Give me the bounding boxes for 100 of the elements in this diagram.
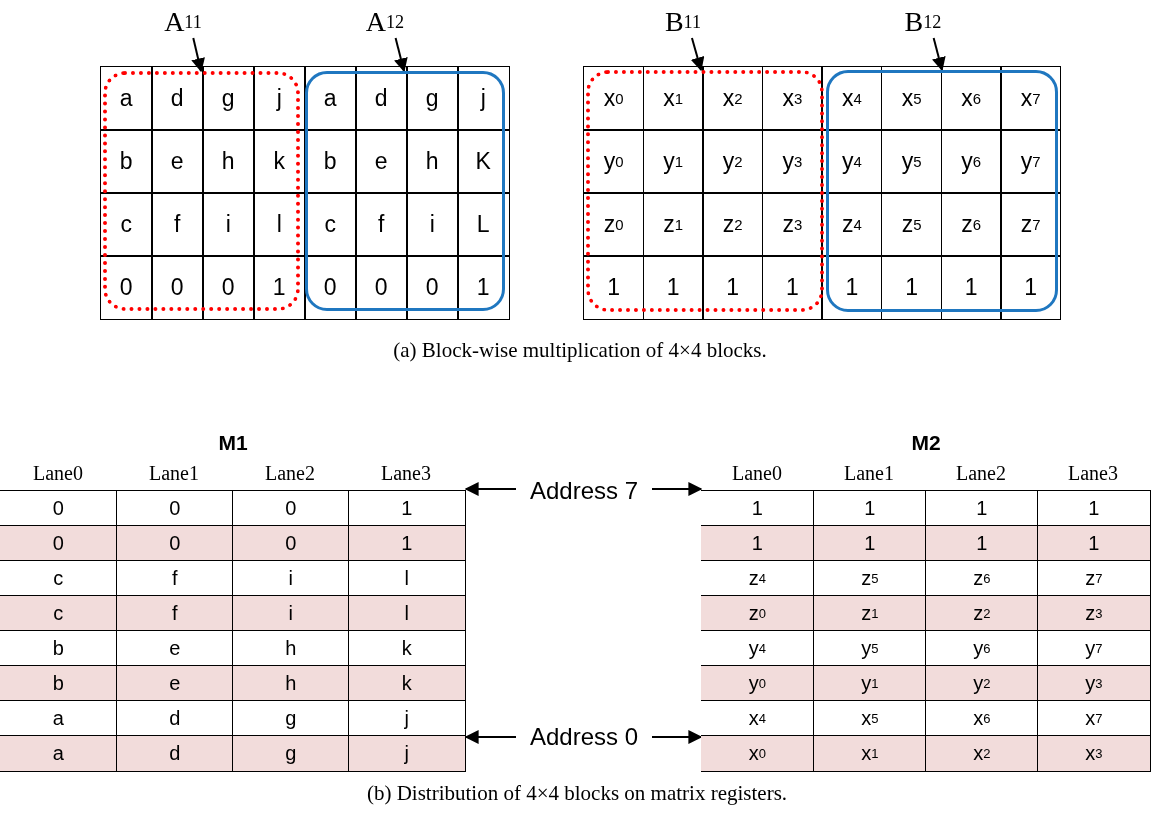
arrow — [464, 730, 517, 744]
table-cell: 0 — [116, 490, 234, 527]
column-header: Lane0 — [731, 460, 783, 486]
matrix-cell: e — [151, 129, 204, 194]
column-header: Lane1 — [843, 460, 895, 486]
table-cell: l — [348, 595, 466, 632]
arrow — [690, 37, 705, 72]
table-cell: 1 — [1037, 525, 1151, 562]
figure-caption: (b) Distribution of 4×4 blocks on matrix registers. — [365, 779, 789, 807]
matrix-cell: 1 — [583, 255, 645, 320]
column-header: Lane2 — [955, 460, 1007, 486]
table-cell: 1 — [701, 525, 815, 562]
table-cell: g — [232, 700, 350, 737]
matrix-cell: 0 — [406, 255, 459, 320]
table-cell: 0 — [0, 525, 118, 562]
arrow — [464, 482, 517, 496]
matrix-cell: 1 — [1000, 255, 1062, 320]
table-cell: e — [116, 665, 234, 702]
rounded-outline — [305, 71, 505, 311]
column-header: Lane2 — [264, 460, 316, 486]
table-cell: d — [116, 735, 234, 772]
table-cell: 1 — [1037, 490, 1151, 527]
table-title: M2 — [910, 430, 942, 456]
matrix-cell: h — [202, 129, 255, 194]
address-label: Address 0 — [516, 722, 652, 752]
column-header: Lane0 — [32, 460, 84, 486]
matrix-cell: 0 — [151, 255, 204, 320]
matrix-cell: 1 — [821, 255, 883, 320]
table-cell: 1 — [348, 490, 466, 527]
table-cell: 1 — [813, 490, 927, 527]
matrix-cell: b — [100, 129, 153, 194]
matrix-cell: a — [304, 66, 357, 131]
table-cell: 1 — [925, 525, 1039, 562]
matrix-cell: f — [355, 192, 408, 257]
matrix-cell: K — [457, 129, 510, 194]
matrix-cell: i — [202, 192, 255, 257]
table-cell: 1 — [813, 525, 927, 562]
table-cell: k — [348, 630, 466, 667]
matrix-cell: 0 — [100, 255, 153, 320]
table-cell: f — [116, 595, 234, 632]
table-cell: h — [232, 665, 350, 702]
matrix-cell: 1 — [702, 255, 764, 320]
table-cell: e — [116, 630, 234, 667]
table-cell: h — [232, 630, 350, 667]
matrix-cell: 0 — [355, 255, 408, 320]
table-cell: i — [232, 560, 350, 597]
table-cell: 0 — [116, 525, 234, 562]
matrix-cell: 1 — [253, 255, 306, 320]
matrix-cell: j — [457, 66, 510, 131]
matrix-cell: 0 — [202, 255, 255, 320]
arrow — [651, 482, 703, 496]
arrow — [651, 730, 703, 744]
table-cell: k — [348, 665, 466, 702]
matrix-cell: g — [202, 66, 255, 131]
table-cell: f — [116, 560, 234, 597]
table-cell: c — [0, 595, 118, 632]
matrix-cell: 1 — [940, 255, 1002, 320]
matrix-cell: 0 — [304, 255, 357, 320]
arrow — [191, 37, 205, 73]
matrix-cell: l — [253, 192, 306, 257]
matrix-cell: 1 — [881, 255, 943, 320]
matrix-cell: j — [253, 66, 306, 131]
matrix-cell: 1 — [642, 255, 704, 320]
matrix-cell: e — [355, 129, 408, 194]
table-cell: 1 — [925, 490, 1039, 527]
table-cell: 0 — [232, 490, 350, 527]
arrow — [932, 37, 946, 72]
table-cell: l — [348, 560, 466, 597]
table-cell: g — [232, 735, 350, 772]
matrix-cell: h — [406, 129, 459, 194]
column-header: Lane3 — [380, 460, 432, 486]
column-header: Lane3 — [1067, 460, 1119, 486]
matrix-cell: 1 — [457, 255, 510, 320]
matrix-cell: c — [100, 192, 153, 257]
matrix-cell: f — [151, 192, 204, 257]
matrix-cell: c — [304, 192, 357, 257]
matrix-cell: d — [151, 66, 204, 131]
table-cell: b — [0, 665, 118, 702]
matrix-cell: L — [457, 192, 510, 257]
rounded-outline — [826, 70, 1058, 312]
arrow — [394, 37, 408, 73]
table-cell: d — [116, 700, 234, 737]
table-cell: j — [348, 700, 466, 737]
address-label: Address 7 — [516, 476, 652, 506]
dotted-outline — [586, 70, 824, 312]
matrix-cell: a — [100, 66, 153, 131]
table-cell: 1 — [348, 525, 466, 562]
column-header: Lane1 — [148, 460, 200, 486]
matrix-cell: b — [304, 129, 357, 194]
table-title: M1 — [217, 430, 249, 456]
matrix-cell: 1 — [761, 255, 823, 320]
table-cell: 0 — [232, 525, 350, 562]
dotted-outline — [103, 71, 300, 311]
matrix-cell: d — [355, 66, 408, 131]
table-cell: i — [232, 595, 350, 632]
figure-caption: (a) Block-wise multiplication of 4×4 blocks. — [392, 336, 768, 364]
matrix-cell: i — [406, 192, 459, 257]
matrix-cell: k — [253, 129, 306, 194]
table-cell: a — [0, 735, 118, 772]
table-cell: j — [348, 735, 466, 772]
